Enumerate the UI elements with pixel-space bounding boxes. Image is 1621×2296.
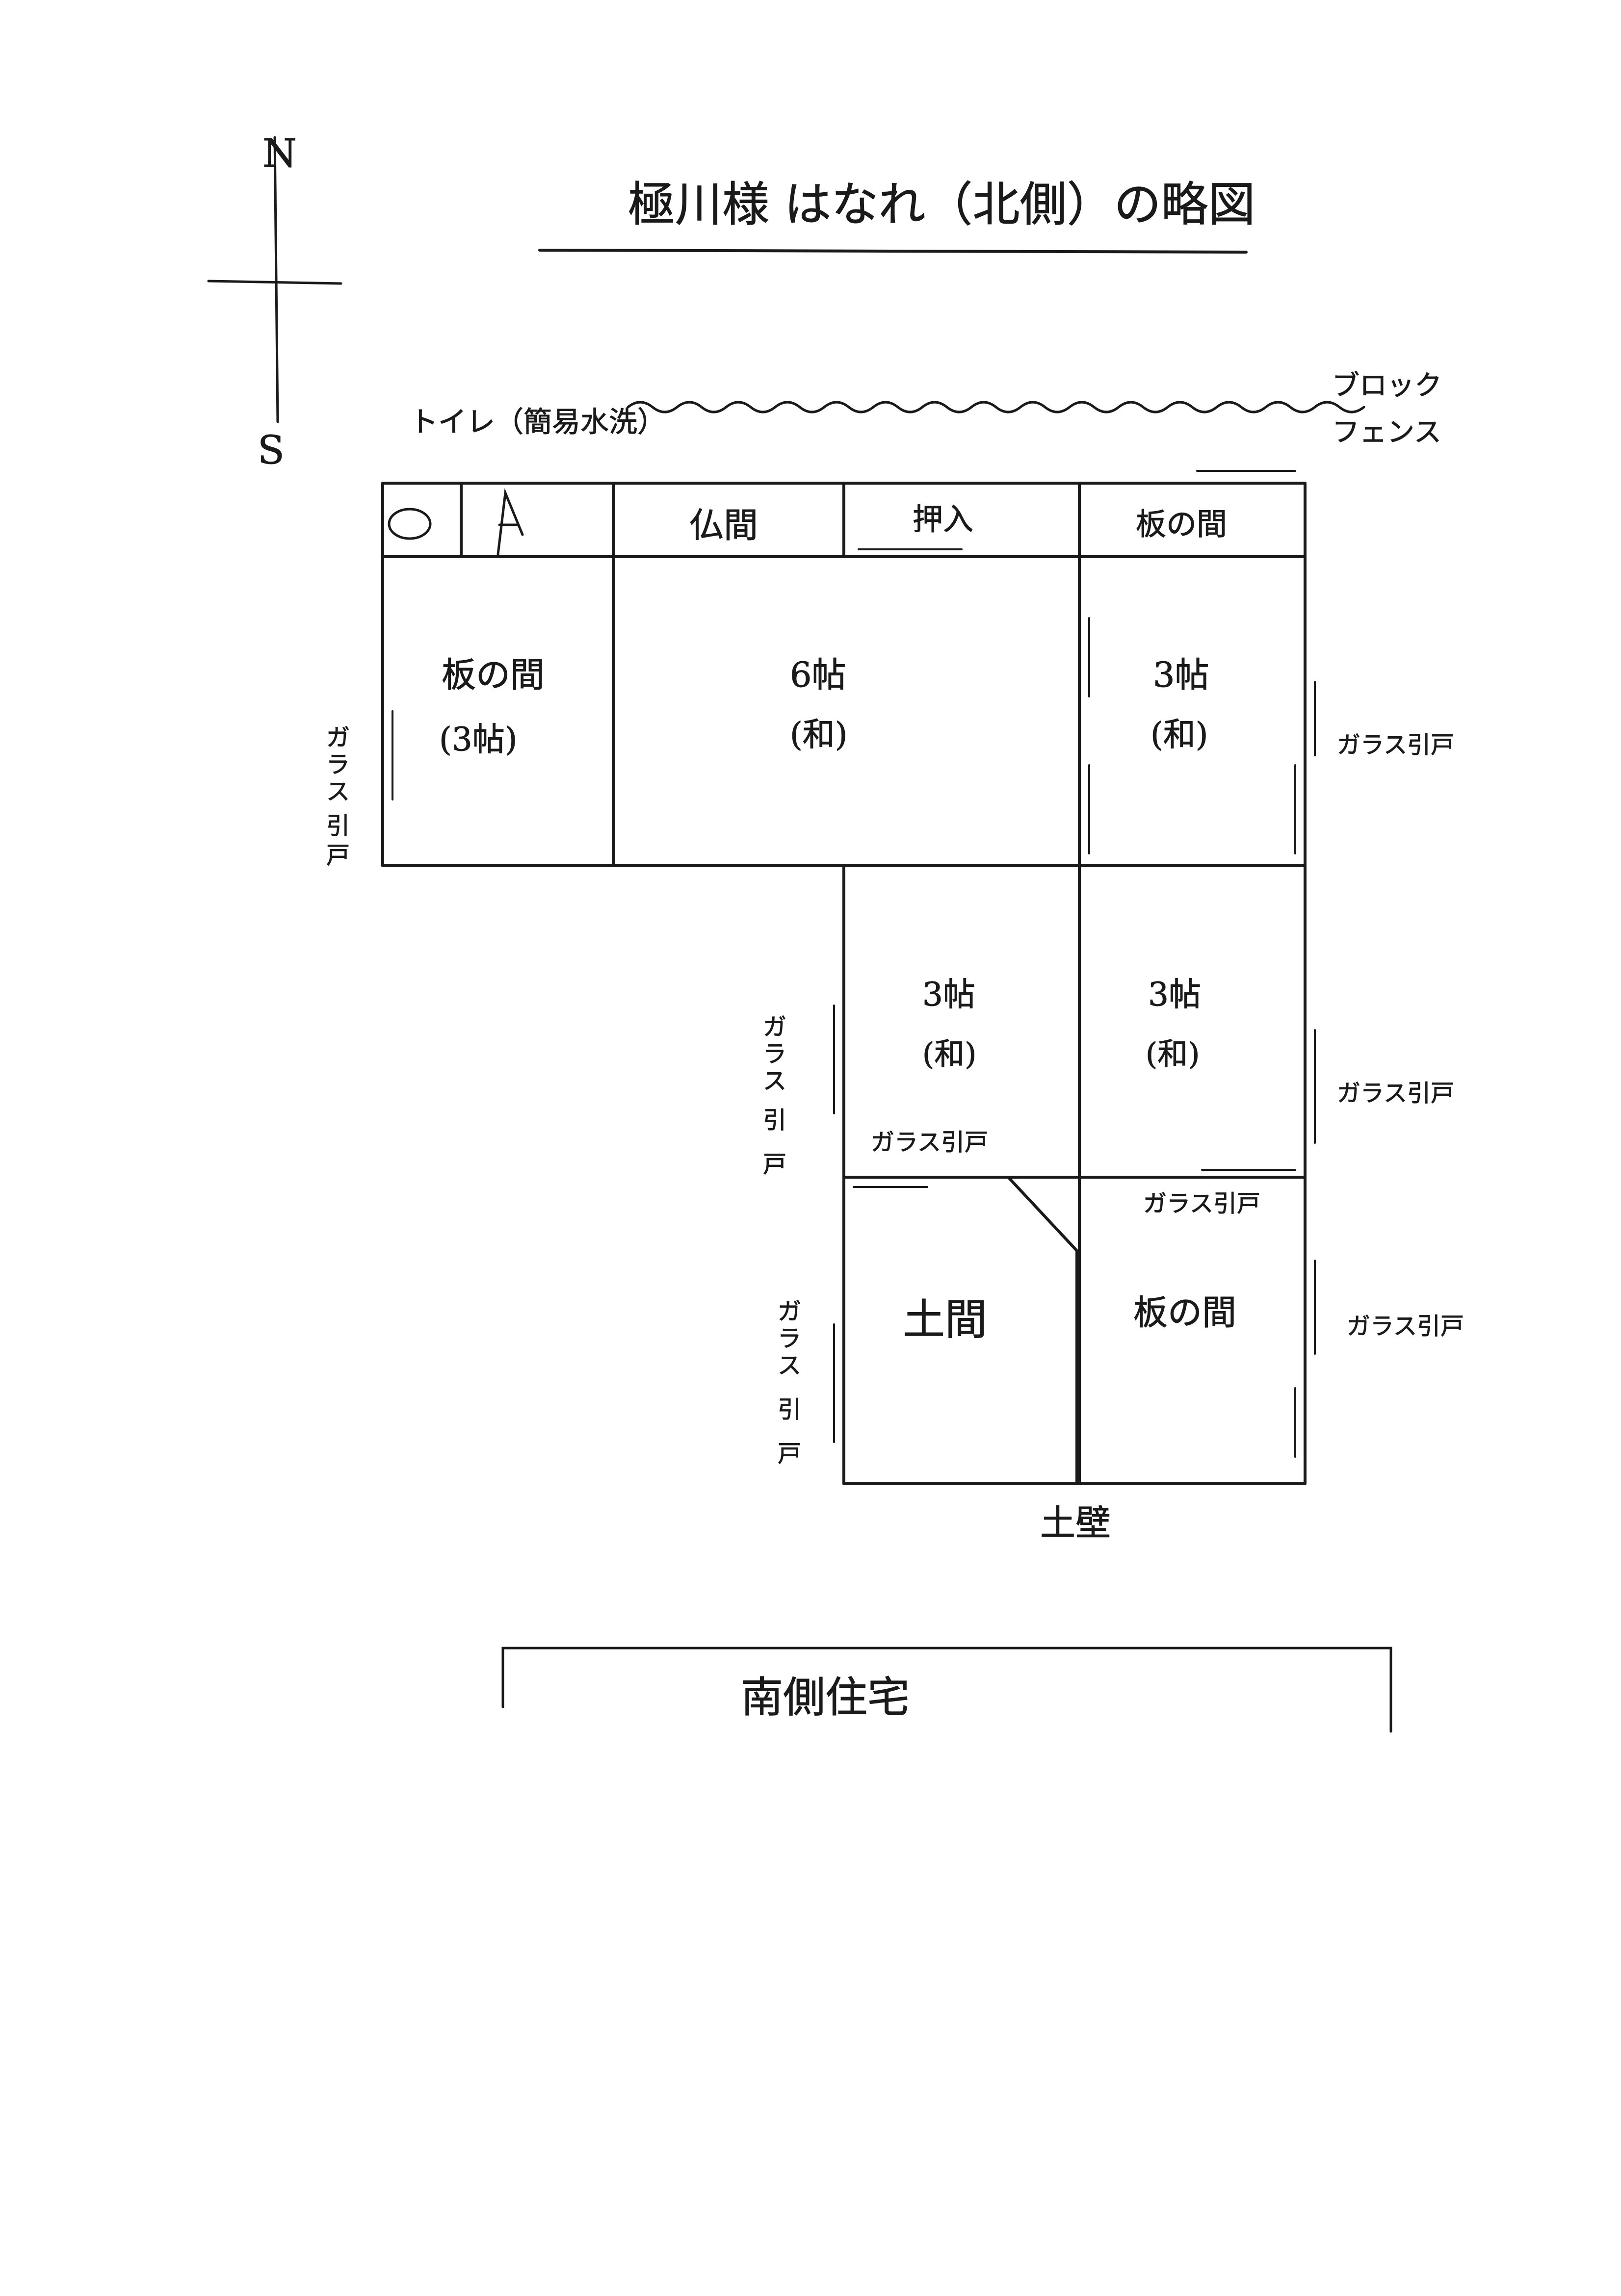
fence-label-2: フェンス <box>1332 416 1441 448</box>
itanoma-w-label-2: (3帖) <box>439 721 518 758</box>
glass-door-west-4: 引 <box>326 812 350 840</box>
room-3jo-c-label-2: (和) <box>922 1036 976 1072</box>
itanoma-se-label: 板の間 <box>1133 1292 1236 1333</box>
room-6jo-label-1: 6帖 <box>790 655 846 695</box>
north-label: N <box>262 130 297 176</box>
room-3jo-ne-label-2: (和) <box>1150 716 1208 753</box>
compass-icon: N S <box>207 130 342 473</box>
butsuma-label: 仏間 <box>689 505 758 545</box>
glass-door-low-3: ス <box>778 1352 801 1379</box>
room-6jo-label-2: (和) <box>790 716 848 753</box>
glass-door-mid-1: ガ <box>763 1013 786 1041</box>
toilet-label: トイレ（簡易水洗） <box>410 405 666 439</box>
plan-title: 極川様 はなれ（北側）の略図 <box>628 177 1255 232</box>
itanoma-w-label-1: 板の間 <box>442 655 545 695</box>
glass-door-inner-2: ガラス引戸 <box>1143 1190 1260 1217</box>
glass-door-west-5: 戸 <box>326 842 350 869</box>
glass-door-east-1: ガラス引戸 <box>1337 731 1454 759</box>
toilet-bowl-icon <box>388 508 432 540</box>
itanoma-ne-label: 板の間 <box>1136 506 1227 542</box>
doma-label: 土間 <box>903 1295 987 1344</box>
glass-door-west-1: ガ <box>326 724 350 751</box>
block-fence-line <box>627 401 1365 413</box>
glass-door-west-3: ス <box>326 778 350 805</box>
north-strip <box>381 482 1307 1485</box>
title-underline <box>538 249 1248 254</box>
glass-door-low-2: ラ <box>778 1325 801 1352</box>
south-label: S <box>258 427 285 473</box>
tsuchikabe-label: 土壁 <box>1040 1502 1111 1544</box>
room-3jo-e-label-2: (和) <box>1146 1036 1200 1072</box>
sliding-door-marks <box>392 470 1316 1458</box>
south-house-label: 南側住宅 <box>741 1673 910 1722</box>
glass-door-mid-5: 戸 <box>763 1151 786 1178</box>
urinal-icon <box>497 488 524 556</box>
glass-door-low-1: ガ <box>778 1298 801 1325</box>
glass-door-west-2: ラ <box>326 751 350 778</box>
room-walls <box>381 864 1307 1485</box>
glass-door-mid-2: ラ <box>763 1040 786 1068</box>
glass-door-low-5: 戸 <box>778 1440 801 1468</box>
glass-door-low-4: 引 <box>778 1396 801 1423</box>
glass-door-inner-1: ガラス引戸 <box>871 1129 988 1156</box>
room-3jo-c-label-1: 3帖 <box>922 976 975 1013</box>
glass-door-east-3: ガラス引戸 <box>1347 1313 1464 1340</box>
room-3jo-ne-label-1: 3帖 <box>1153 655 1209 695</box>
glass-door-mid-3: ス <box>763 1067 786 1095</box>
fence-label-1: ブロック <box>1332 370 1442 402</box>
room-3jo-e-label-1: 3帖 <box>1148 976 1201 1013</box>
oshiire-label: 押入 <box>913 501 973 537</box>
south-house-outline <box>501 1647 1392 1733</box>
glass-door-mid-4: 引 <box>763 1107 786 1134</box>
glass-door-east-2: ガラス引戸 <box>1337 1080 1454 1107</box>
